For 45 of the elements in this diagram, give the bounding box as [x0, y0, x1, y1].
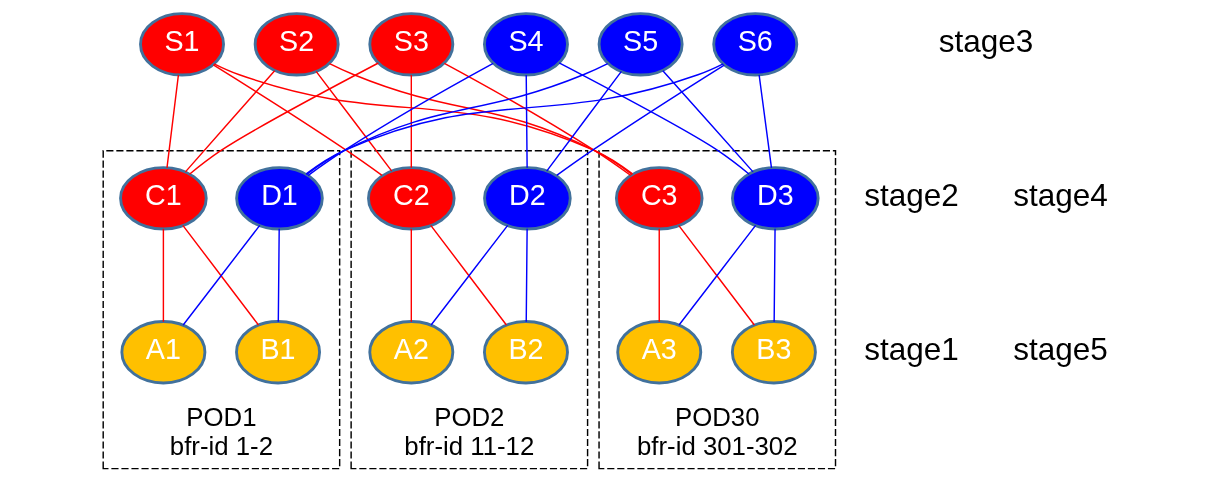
connector [212, 63, 633, 175]
node-ellipse: B2 [482, 320, 569, 385]
label: stage4 [1012, 177, 1108, 214]
connector [410, 228, 412, 323]
connector [772, 228, 776, 323]
node-ellipse: S4 [482, 12, 569, 77]
connector [658, 228, 660, 323]
connector [525, 74, 528, 169]
node-ellipse: D3 [730, 166, 820, 231]
node-ellipse: S5 [597, 12, 684, 77]
label: stage1 [863, 331, 959, 368]
connector [188, 62, 379, 175]
node-ellipse: S2 [253, 12, 340, 77]
connector [557, 62, 750, 175]
connector [305, 63, 724, 175]
node-ellipse: S3 [367, 12, 454, 77]
node-ellipse: A1 [119, 320, 206, 385]
node-ellipse: B3 [730, 320, 817, 385]
node-ellipse: A3 [615, 320, 702, 385]
label: stage2 [863, 177, 959, 214]
node-ellipse: B1 [234, 320, 321, 385]
connector [410, 74, 412, 169]
connector [757, 74, 772, 169]
connector [165, 74, 179, 169]
node-ellipse: C3 [614, 166, 704, 231]
node-ellipse: S1 [138, 12, 225, 77]
node-ellipse: C1 [118, 166, 208, 231]
connector [661, 70, 754, 173]
node-ellipse: D2 [482, 166, 572, 231]
node-ellipse: C2 [366, 166, 456, 231]
connector [162, 228, 164, 323]
connector [314, 70, 392, 172]
connector [443, 62, 631, 177]
connector [555, 64, 725, 177]
connector [306, 62, 494, 177]
connector [525, 228, 528, 323]
node-ellipse: D1 [234, 166, 324, 231]
connector [184, 70, 275, 173]
node-ellipse: S6 [711, 12, 798, 77]
label: stage5 [1012, 331, 1108, 368]
label: stage3 [938, 23, 1033, 60]
connector [212, 64, 383, 177]
connector [277, 228, 280, 323]
node-ellipse: A2 [367, 320, 454, 385]
connector [545, 70, 622, 172]
